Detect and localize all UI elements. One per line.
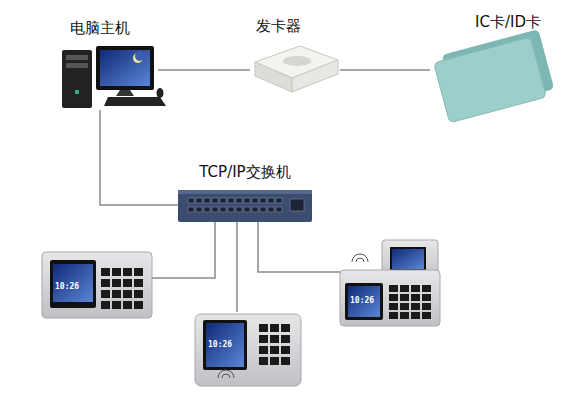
network-line <box>100 110 178 205</box>
terminal-node: 10:26 <box>193 312 301 387</box>
screen-time: 10:26 <box>55 282 79 291</box>
network-line <box>236 222 238 312</box>
device-label: IC卡/ID卡 <box>475 13 541 32</box>
network-line <box>158 69 250 71</box>
screen-time: 10:26 <box>208 340 232 349</box>
device-label: 发卡器 <box>256 17 301 36</box>
terminal-icon <box>195 314 301 386</box>
card-node: IC卡/ID卡 <box>430 38 558 114</box>
network-line <box>340 69 430 71</box>
computer-node: 电脑主机 <box>58 44 158 110</box>
switch-node: TCP/IP交换机 <box>178 188 312 222</box>
card-issuer-icon <box>255 46 338 92</box>
card-issuer-node: 发卡器 <box>250 42 340 100</box>
card-icons <box>434 29 555 123</box>
terminal-node: 10:26 <box>42 248 152 320</box>
computer-icon <box>62 46 166 108</box>
terminal-icon <box>42 252 152 318</box>
terminal-node: 10:26 <box>340 238 440 326</box>
network-line <box>258 222 340 272</box>
device-label: TCP/IP交换机 <box>199 163 290 182</box>
network-line <box>152 222 215 278</box>
device-label: 电脑主机 <box>70 19 130 38</box>
terminal-icon <box>340 240 440 326</box>
screen-time: 10:26 <box>350 296 374 305</box>
switch-icon <box>178 190 312 222</box>
